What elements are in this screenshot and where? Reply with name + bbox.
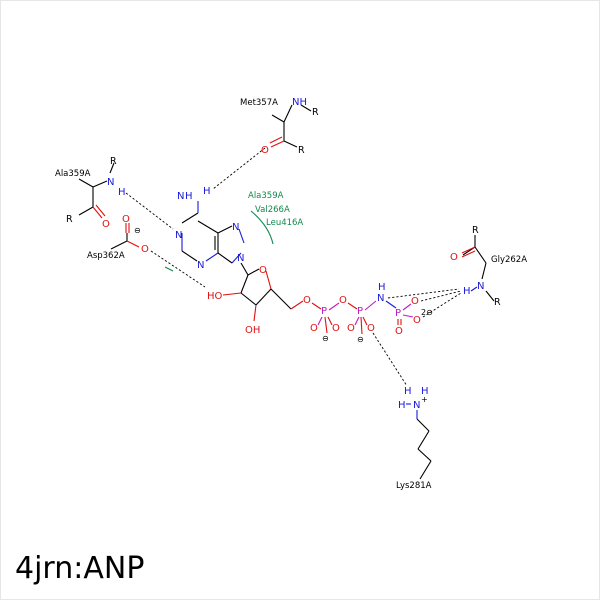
gly262-carbonyl-o: O <box>450 252 458 263</box>
gamma-o3: O <box>395 326 403 337</box>
asp362-o1: O <box>122 214 130 225</box>
residue-gly262: R O Gly262A N H R <box>450 225 527 308</box>
ribose-o3-hydroxyl: OH <box>245 325 260 336</box>
gly262-r1: R <box>472 225 479 236</box>
lys281-h1: H <box>404 386 412 397</box>
label-hydrophobic-leu416: Leu416A <box>266 218 303 228</box>
adenine-h6b: H <box>203 186 211 197</box>
label-met357: Met357A <box>240 98 278 108</box>
adenine-n1: N <box>175 230 182 241</box>
adenine-n3: N <box>197 260 204 271</box>
label-hydrophobic-ala359: Ala359A <box>248 191 284 201</box>
beta-o2: O <box>367 323 375 334</box>
met357-amide-n: NH <box>292 97 307 108</box>
adenine-n7: N <box>232 222 239 233</box>
adenine-n9: N <box>237 253 244 264</box>
met357-r1: R <box>312 107 319 118</box>
phosphorus-beta: P <box>357 306 363 317</box>
lys281-h3: H <box>398 400 406 411</box>
adenine-h6a: H <box>185 191 193 202</box>
hbond-beta-lys281 <box>372 332 408 387</box>
lys281-nz: N <box>413 400 420 411</box>
beta-o1: O <box>347 323 355 334</box>
alpha-beta-bridge-o: O <box>339 295 347 306</box>
met357-carbonyl-o: O <box>261 145 269 156</box>
gly262-r2: R <box>494 297 501 308</box>
ribose-ring: O HO OH <box>207 262 304 336</box>
hydrophobic-arc-asp362 <box>164 266 174 272</box>
residue-lys281: H H H N + Lys281A <box>396 386 432 491</box>
ala359-carbonyl-o: O <box>102 219 110 230</box>
hbond-gamma-o1-gly262 <box>420 290 462 302</box>
label-gly262: Gly262A <box>491 255 527 265</box>
label-asp362: Asp362A <box>87 251 125 261</box>
label-ala359: Ala359A <box>55 169 91 179</box>
asp362-o2: O <box>141 244 149 255</box>
residue-met357: Met357A NH R O R <box>240 97 319 156</box>
met357-r2: R <box>298 145 305 156</box>
o5-prime: O <box>303 295 311 306</box>
diagram-title: 4jrn:ANP <box>15 551 145 586</box>
gamma-charge: 2⊖ <box>421 308 433 317</box>
alpha-o2: O <box>332 323 340 334</box>
beta-charge: ⊖ <box>357 335 364 344</box>
gamma-o2: O <box>413 315 421 326</box>
label-lys281: Lys281A <box>396 481 432 491</box>
hbond-ala359-n1 <box>125 192 174 230</box>
hbond-met357-n6 <box>212 147 266 190</box>
hbond-gamma-o2-gly262 <box>422 292 462 318</box>
ala359-r2: R <box>66 214 73 225</box>
ala359-amide-h: H <box>118 187 126 198</box>
ribose-o2-hydroxyl: HO <box>207 291 223 302</box>
lys281-charge: + <box>421 395 428 404</box>
alpha-o1: O <box>310 323 318 334</box>
hydrophobic-arc-adenine <box>250 210 274 245</box>
bridge-nitrogen: N <box>377 293 384 304</box>
label-hydrophobic-val266: Val266A <box>255 205 290 215</box>
ribose-o4: O <box>259 265 267 276</box>
phosphate-chain: O P O O ⊖ O P O O ⊖ N H P O O O 2⊖ <box>303 282 433 344</box>
gamma-o1: O <box>411 296 419 307</box>
alpha-charge: ⊖ <box>322 334 329 343</box>
gly262-amide-h: H <box>463 286 471 297</box>
lys281-h2: H <box>421 386 429 397</box>
gly262-amide-n: N <box>477 281 484 292</box>
adenine-n6: N <box>177 191 184 202</box>
phosphorus-gamma: P <box>395 308 401 319</box>
residue-ala359: Ala359A R N H R O <box>55 156 126 230</box>
asp362-charge: ⊖ <box>134 226 141 235</box>
hydrophobic-contacts: Ala359A Val266A Leu416A <box>164 191 303 272</box>
phosphorus-alpha: P <box>321 306 327 317</box>
ala359-r1: R <box>110 156 117 167</box>
ala359-amide-n: N <box>107 177 114 188</box>
residue-asp362: O ⊖ O Asp362A <box>87 214 149 261</box>
hydrogen-bonds <box>125 147 462 387</box>
adenine-ring: N H H N N N N <box>175 186 245 271</box>
bridge-n-h: H <box>378 282 386 293</box>
hbond-bridge-gly262 <box>387 288 460 299</box>
